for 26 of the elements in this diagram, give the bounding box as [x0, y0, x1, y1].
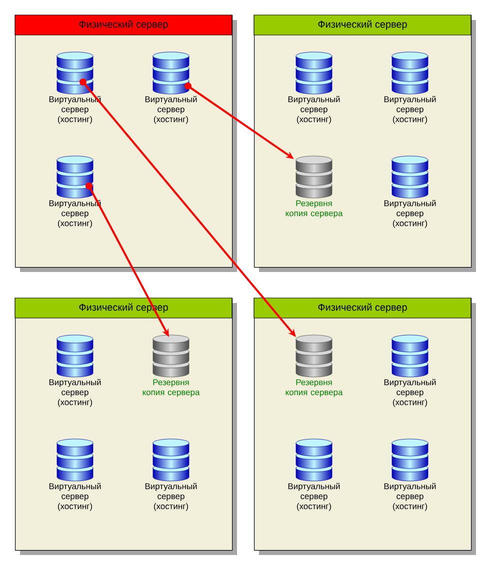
- node-label: Виртуальный сервер (хостинг): [145, 482, 197, 511]
- virtual-server: Виртуальный сервер (хостинг): [49, 334, 101, 407]
- backup-server: Резервня копия сервера: [286, 334, 343, 397]
- node-label: Виртуальный сервер (хостинг): [145, 96, 197, 124]
- node-label: Резервня копия сервера: [142, 379, 200, 397]
- backup-server: Резервня копия сервера: [142, 334, 200, 397]
- node-label: Виртуальный сервер (хостинг): [49, 378, 101, 407]
- node-label: Виртуальный сервер (хостинг): [384, 482, 436, 511]
- node-label: Резервня копия сервера: [286, 379, 343, 397]
- node-label: Виртуальный сервер (хостинг): [49, 482, 101, 511]
- node-label: Виртуальный сервер (хостинг): [288, 96, 340, 124]
- node-label: Виртуальный сервер (хостинг): [384, 378, 436, 407]
- node-label: Резервня копия сервера: [286, 200, 343, 218]
- backup-server: Резервня копия сервера: [286, 156, 343, 218]
- node-label: Виртуальный сервер (хостинг): [288, 482, 340, 511]
- node-label: Виртуальный сервер (хостинг): [384, 96, 436, 124]
- virtual-server: Виртуальный сервер (хостинг): [384, 156, 436, 228]
- node-label: Виртуальный сервер (хостинг): [384, 200, 436, 228]
- virtual-server: Виртуальный сервер (хостинг): [288, 438, 340, 511]
- virtual-server: Виртуальный сервер (хостинг): [49, 438, 101, 511]
- virtual-server: Виртуальный сервер (хостинг): [384, 52, 436, 124]
- virtual-server: Виртуальный сервер (хостинг): [145, 438, 197, 511]
- virtual-server: Виртуальный сервер (хостинг): [384, 438, 436, 511]
- virtual-server: Виртуальный сервер (хостинг): [384, 334, 436, 407]
- virtual-server: Виртуальный сервер (хостинг): [288, 52, 340, 124]
- virtual-server: Виртуальный сервер (хостинг): [145, 52, 197, 124]
